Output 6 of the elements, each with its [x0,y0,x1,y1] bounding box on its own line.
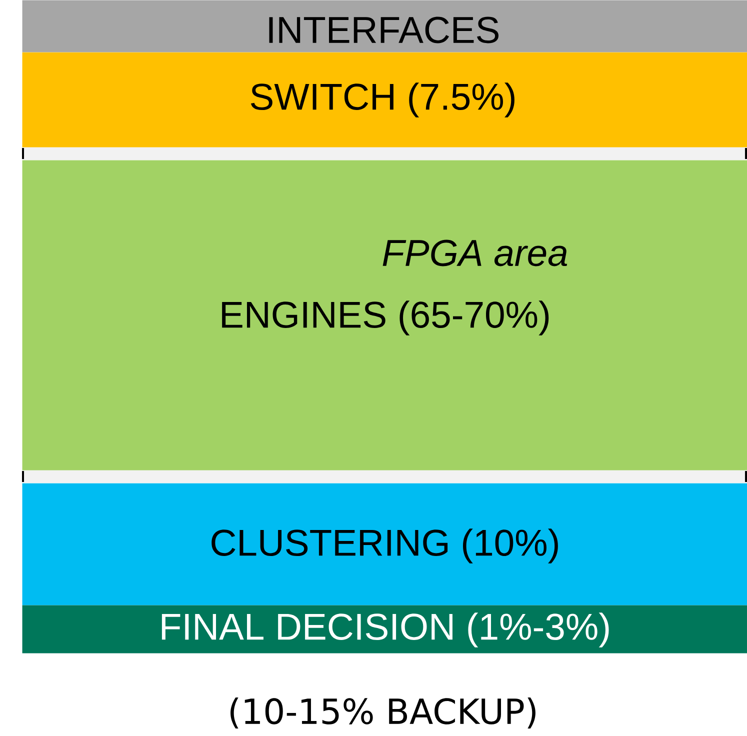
band-box: SWITCH (7.5%) [22,52,747,148]
band-box: FINAL DECISION (1%-3%) [22,605,747,654]
band-box: CLUSTERING (10%) [22,483,747,606]
band-box: FPGA area ENGINES (65-70%) [22,160,747,470]
note-text: (10-15% BACKUP) [230,698,536,728]
band-box: INTERFACES [22,0,747,52]
